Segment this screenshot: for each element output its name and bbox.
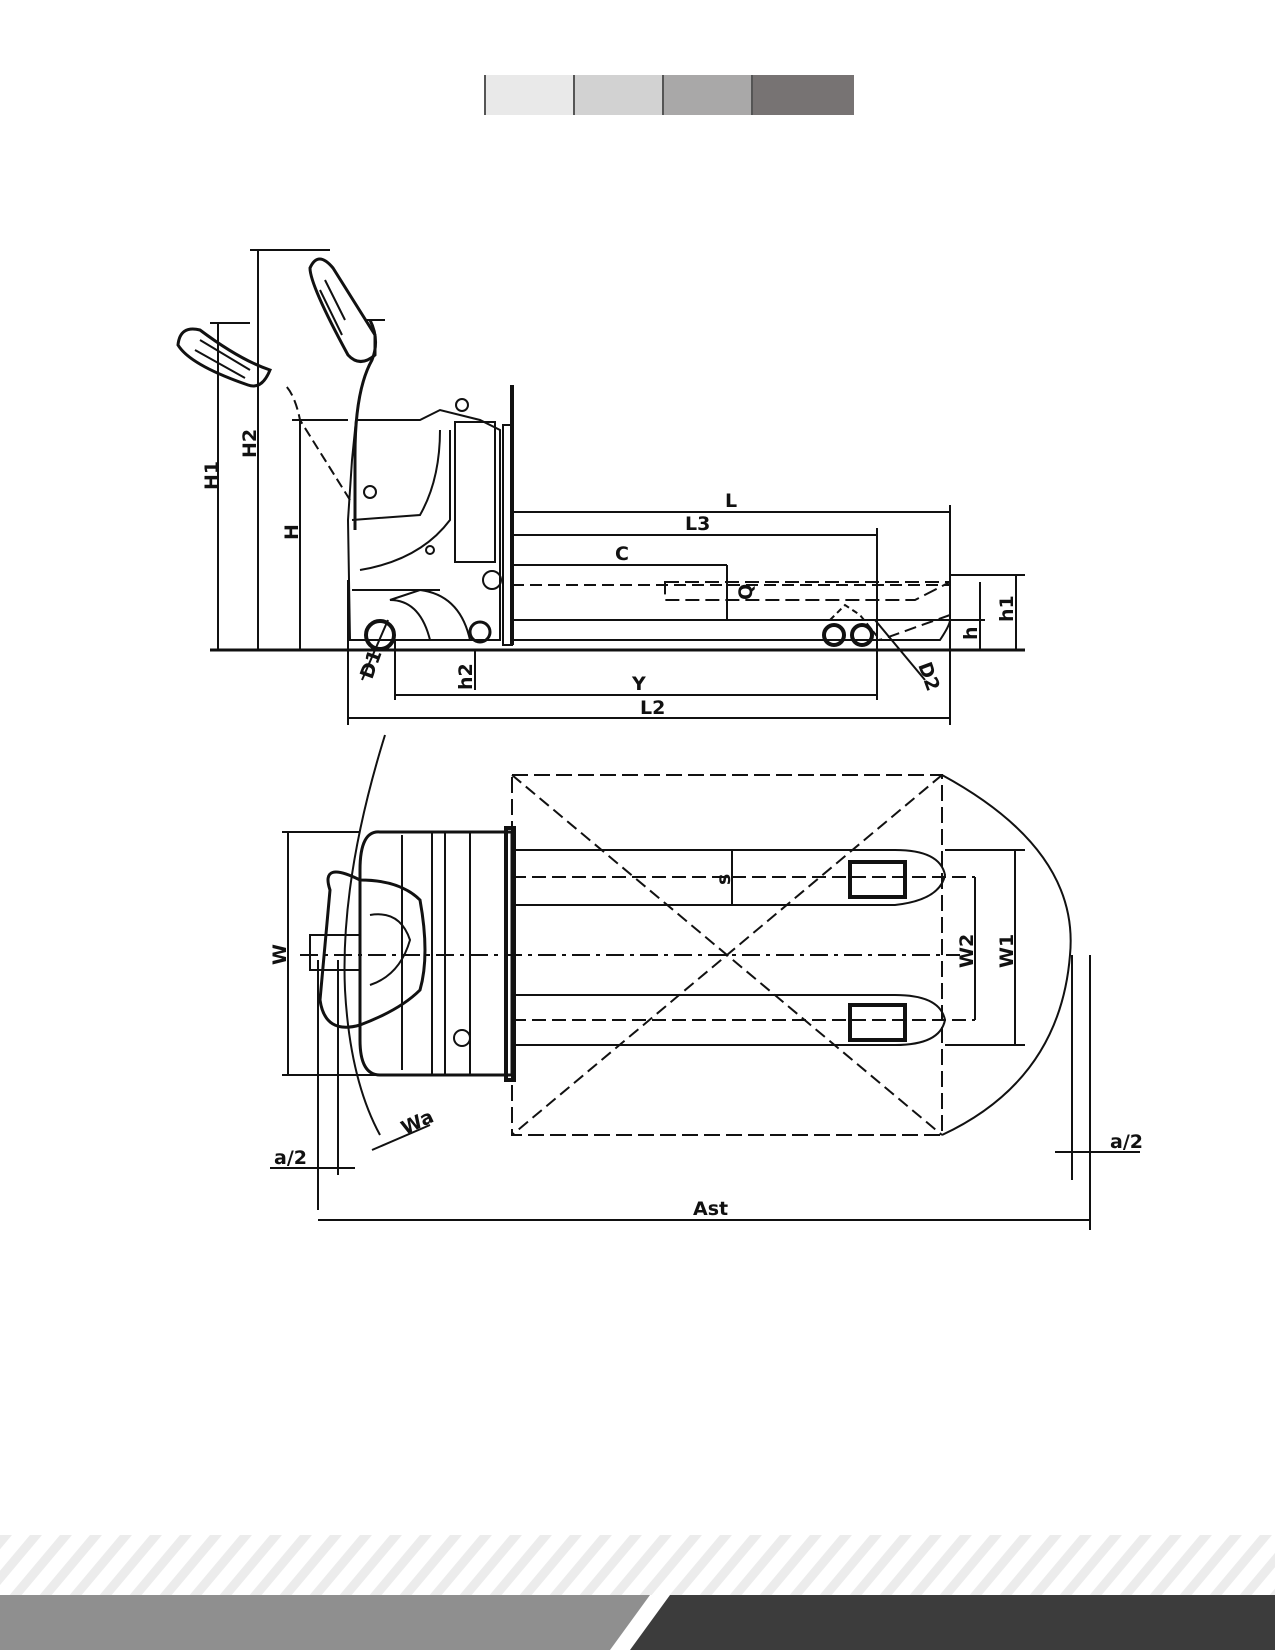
pallet-diagonal-2 (511, 774, 943, 1136)
label-h1: h1 (996, 595, 1018, 622)
label-a2-left: a/2 (274, 1147, 307, 1169)
dim-line-D1 (361, 619, 389, 681)
label-L3: L3 (685, 513, 710, 535)
truck-body (346, 408, 501, 641)
swatch-1 (484, 75, 573, 115)
footer-band (0, 1535, 1275, 1650)
swatch-3 (662, 75, 751, 115)
label-L: L (725, 490, 737, 512)
label-W1: W1 (996, 934, 1018, 968)
label-D2: D2 (913, 659, 944, 694)
label-H: H (281, 524, 303, 540)
side-view: H1 H2 H L L3 C Q h h1 D1 h2 Y L2 D2 (176, 249, 1025, 725)
label-Ast: Ast (693, 1198, 728, 1220)
stabilizer-wheel (468, 620, 492, 644)
label-C: C (615, 543, 629, 565)
label-Y: Y (631, 673, 646, 695)
tiller-grip-top (369, 913, 412, 986)
turning-radius-arc (941, 774, 1072, 1136)
emergency-button (455, 398, 469, 412)
label-L2: L2 (640, 697, 665, 719)
label-s: s (713, 874, 735, 885)
swatch-4 (751, 75, 854, 115)
dim-line-D2 (874, 619, 926, 681)
label-Q: Q (735, 584, 757, 600)
label-D1: D1 (356, 647, 387, 682)
load-wheel-2 (850, 623, 874, 647)
footer-band-right (630, 1595, 1275, 1650)
label-H1: H1 (201, 461, 223, 490)
load-roller-left (848, 860, 907, 899)
load-roller-right (848, 1003, 907, 1042)
body-contour (359, 430, 451, 571)
load-wheel-1 (822, 623, 846, 647)
label-h2: h2 (455, 663, 477, 690)
label-Wa: Wa (398, 1106, 437, 1140)
tiller-handle-lowered (176, 327, 272, 388)
label-W: W (269, 944, 291, 965)
label-H2: H2 (239, 429, 261, 458)
fork-outline-raised (664, 581, 951, 601)
drive-wheel (364, 619, 396, 651)
top-view: W s W2 W1 Wa a/2 a/2 Ast (269, 734, 1143, 1230)
label-a2-right: a/2 (1110, 1131, 1143, 1153)
footer-stripes (0, 1535, 1275, 1595)
handle-grip-lowered (194, 339, 251, 379)
color-swatch-bar (484, 75, 854, 115)
pivot-point (363, 485, 377, 499)
load-wheel-linkage (829, 603, 881, 641)
handle-grip-upright (319, 279, 346, 336)
wheel-cover (389, 588, 472, 641)
tiller-control-box (309, 934, 361, 971)
tiller-head-top (318, 870, 427, 1029)
truck-body-top (358, 830, 514, 1077)
bolt (425, 545, 435, 555)
label-W2: W2 (956, 934, 978, 968)
load-wheel-hub (482, 570, 502, 590)
tiller-lowered (284, 384, 351, 501)
key-switch (453, 1029, 471, 1047)
dim-line-Wa (371, 1124, 431, 1151)
fork-left-top (512, 849, 947, 906)
controller-box (454, 421, 496, 563)
tiller-handle-upright (308, 257, 377, 363)
footer-band-left (0, 1595, 650, 1650)
tiller-swing-arc (343, 734, 386, 1136)
cover-line (351, 429, 441, 521)
swatch-2 (573, 75, 662, 115)
label-h: h (960, 626, 982, 640)
